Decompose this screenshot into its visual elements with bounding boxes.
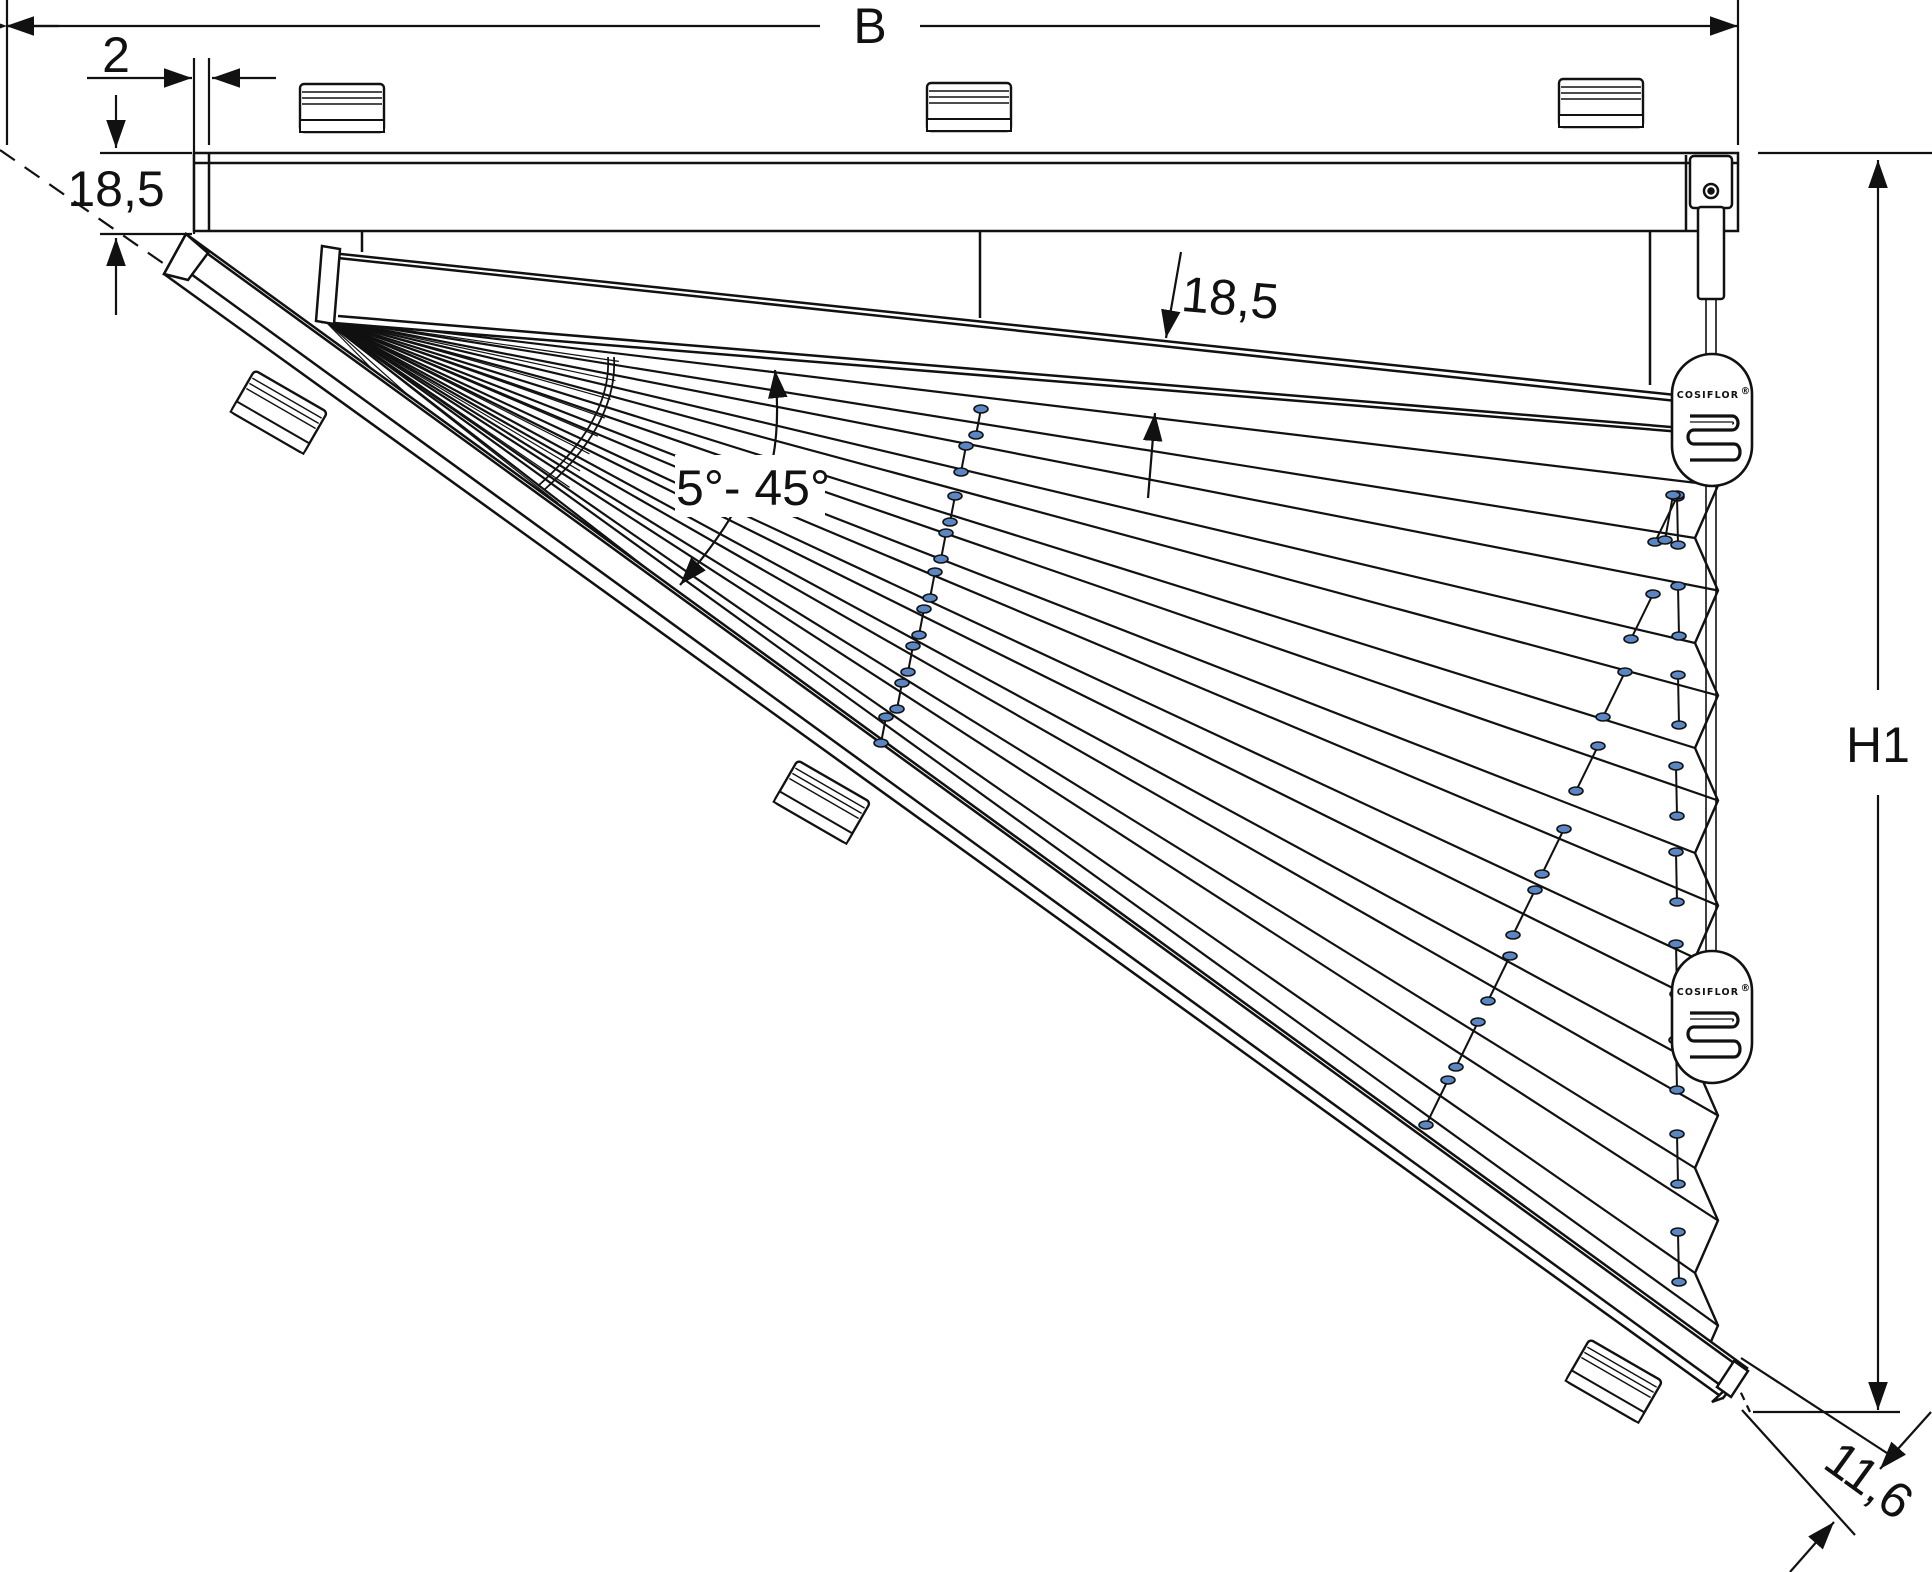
clip-icon: [1564, 1339, 1663, 1425]
pleat-line: [321, 317, 1696, 1064]
angle-arc: [537, 356, 616, 491]
cord-guide-icon: [1568, 741, 1606, 796]
pleat-fold: [321, 317, 598, 437]
clip-icon: [298, 82, 386, 134]
pleated-fabric: [321, 316, 1720, 1379]
brand-mark: ®: [1741, 983, 1752, 994]
pleat-line: [321, 316, 1696, 540]
dimension-labels: B 2 18,5 18,5 5°- 45° H1 11,6: [67, 0, 1923, 1531]
pleat-line: [321, 316, 1696, 750]
rail-height-label: 18,5: [67, 161, 164, 217]
mounting-clips: [229, 77, 1663, 1425]
pleat-line: [321, 317, 1696, 1274]
cord-guide-icon: [1623, 589, 1661, 644]
pleat-line: [321, 317, 1719, 1012]
pleat-line: [321, 316, 1719, 802]
pleat-line: [321, 316, 1696, 645]
cord-guide-icon: [873, 712, 894, 748]
cord-guide-icon: [1595, 667, 1633, 722]
cosiflor-handle: COSIFLOR®: [1670, 949, 1754, 1085]
angle-label: 5°- 45°: [676, 460, 830, 516]
cord-guide-icon: [922, 567, 943, 603]
cord-guide-icon: [1670, 1227, 1687, 1287]
pleat-line: [321, 317, 1719, 1327]
pleat-line: [321, 316, 1719, 592]
cord-guide-icon: [1505, 885, 1543, 940]
diagonal-bottom-rail: [162, 232, 1750, 1404]
cord-guide-icon: [1418, 1075, 1456, 1130]
cord-guide-icon: [1657, 490, 1681, 545]
cord-guide-icon: [1670, 670, 1687, 730]
cord-guide-icon: [1670, 581, 1687, 641]
pleat-edge: [1693, 432, 1720, 1379]
pleat-fold: [321, 317, 606, 419]
cord-guide-icon: [900, 641, 921, 677]
height-label: H1: [1846, 717, 1910, 773]
cord-guide-icon: [1669, 1129, 1686, 1189]
pleat-fold: [321, 317, 590, 455]
clip-icon: [772, 760, 871, 846]
left-offset-label: 2: [102, 27, 130, 83]
clip-icon: [229, 370, 328, 456]
cosiflor-logo-icon: [1686, 1011, 1742, 1059]
cord-guide-icon: [1448, 1017, 1486, 1072]
middle-rail: [314, 244, 1697, 435]
cosiflor-logo-icon: [1686, 414, 1742, 462]
width-label: B: [853, 0, 886, 54]
diagonal-label: 11,6: [1815, 1430, 1924, 1530]
brand-name: COSIFLOR: [1677, 390, 1740, 401]
lower-rail-label: 18,5: [1179, 266, 1281, 330]
pleat-line: [321, 316, 1696, 855]
cord-guides: [873, 404, 1687, 1287]
cord-guide-icon: [953, 441, 974, 477]
cord-guide-icon: [889, 678, 910, 714]
cord-guide-icon: [1668, 847, 1685, 907]
clip-icon: [1557, 77, 1645, 129]
pleat-line: [321, 317, 1696, 1169]
cord-guide-icon: [933, 528, 954, 564]
cord-guide-icon: [1534, 824, 1572, 879]
pleat-line: [321, 317, 1719, 1222]
brand-name: COSIFLOR: [1677, 987, 1740, 998]
pleat-fold: [321, 317, 616, 382]
cord-guide-icon: [1480, 951, 1518, 1006]
pleat-line: [321, 317, 1719, 1117]
head-rail: [192, 151, 1740, 385]
cord-guide-icon: [911, 604, 932, 640]
cosiflor-handle: COSIFLOR®: [1670, 352, 1754, 488]
label-bg: [675, 455, 825, 517]
pleat-fold: [321, 317, 559, 504]
pleat-fold: [321, 317, 611, 401]
label-bg: [845, 0, 905, 52]
brand-mark: ®: [1741, 386, 1752, 397]
pleat-line: [321, 316, 1719, 907]
pleat-fold: [321, 317, 581, 472]
cosiflor-handles: COSIFLOR®COSIFLOR®: [1670, 352, 1754, 1085]
clip-icon: [925, 81, 1013, 133]
cord-guide-icon: [942, 491, 963, 527]
pleat-line: [321, 316, 1719, 487]
cord-guide-icon: [1668, 761, 1685, 821]
cord-tensioner-icon: [1688, 154, 1734, 360]
pleat-fold: [321, 317, 570, 488]
cord-guide-icon: [968, 404, 989, 440]
pleat-line: [321, 317, 1696, 959]
pleat-line: [321, 316, 1719, 697]
